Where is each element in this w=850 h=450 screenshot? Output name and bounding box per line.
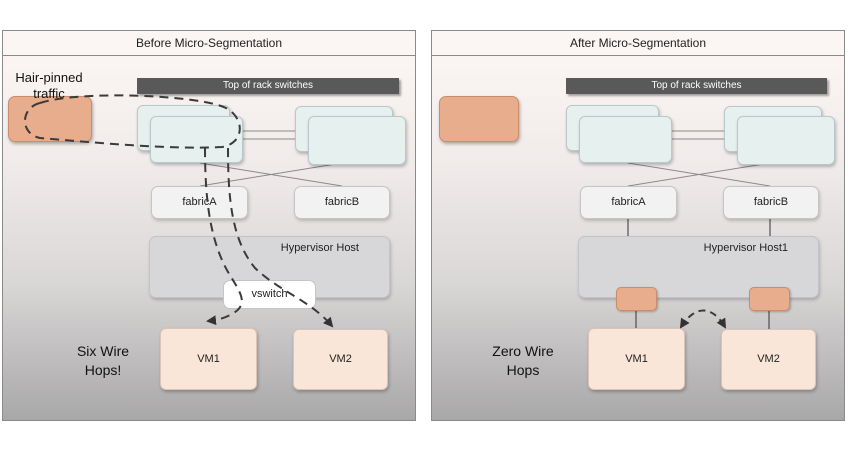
hypervisor-host-label-after: Hypervisor Host1 [703,242,788,254]
tor-switches-bar-before: Top of rack switches [137,78,399,94]
hops-label-after-line1: Zero Wire [492,343,554,359]
after-panel-title: After Micro-Segmentation [432,31,844,56]
vm2-before: VM2 [293,329,388,390]
vswitch: vswitch [223,280,316,309]
hairpin-loop-path [24,94,241,149]
hairpin-path-to-vm1 [204,147,243,326]
hairpin-label: Hair-pinned traffic [8,70,90,102]
hops-label-before: Six Wire Hops! [58,342,148,380]
hops-label-before-line2: Hops! [84,362,122,378]
hairpin-label-line2: traffic [33,86,65,101]
vm1-after: VM1 [588,328,685,390]
tor-switch-d-front [737,116,835,165]
vm2-after: VM2 [721,329,816,390]
hairpin-label-line1: Hair-pinned [15,70,83,85]
tor-switch-b-front [308,116,406,165]
hairpin-path-to-vm2 [227,147,334,328]
hypervisor-host-label-before: Hypervisor Host [280,242,359,254]
tor-switch-c-front [579,116,672,163]
fabric-a-after: fabricA [580,186,677,219]
external-device-after [439,96,519,142]
vnic-2 [749,287,790,311]
tor-switches-bar-after: Top of rack switches [566,78,827,94]
hops-label-after: Zero Wire Hops [478,342,568,380]
external-device-before [8,96,92,142]
fabric-b-after: fabricB [723,186,819,219]
fabric-b-before: fabricB [294,186,390,219]
hops-label-before-line1: Six Wire [76,343,130,359]
direct-vm-path [679,309,727,329]
before-panel-title: Before Micro-Segmentation [3,31,415,56]
hops-label-after-line2: Hops [506,362,540,378]
vnic-1 [616,287,657,311]
vm1-before: VM1 [160,328,257,390]
